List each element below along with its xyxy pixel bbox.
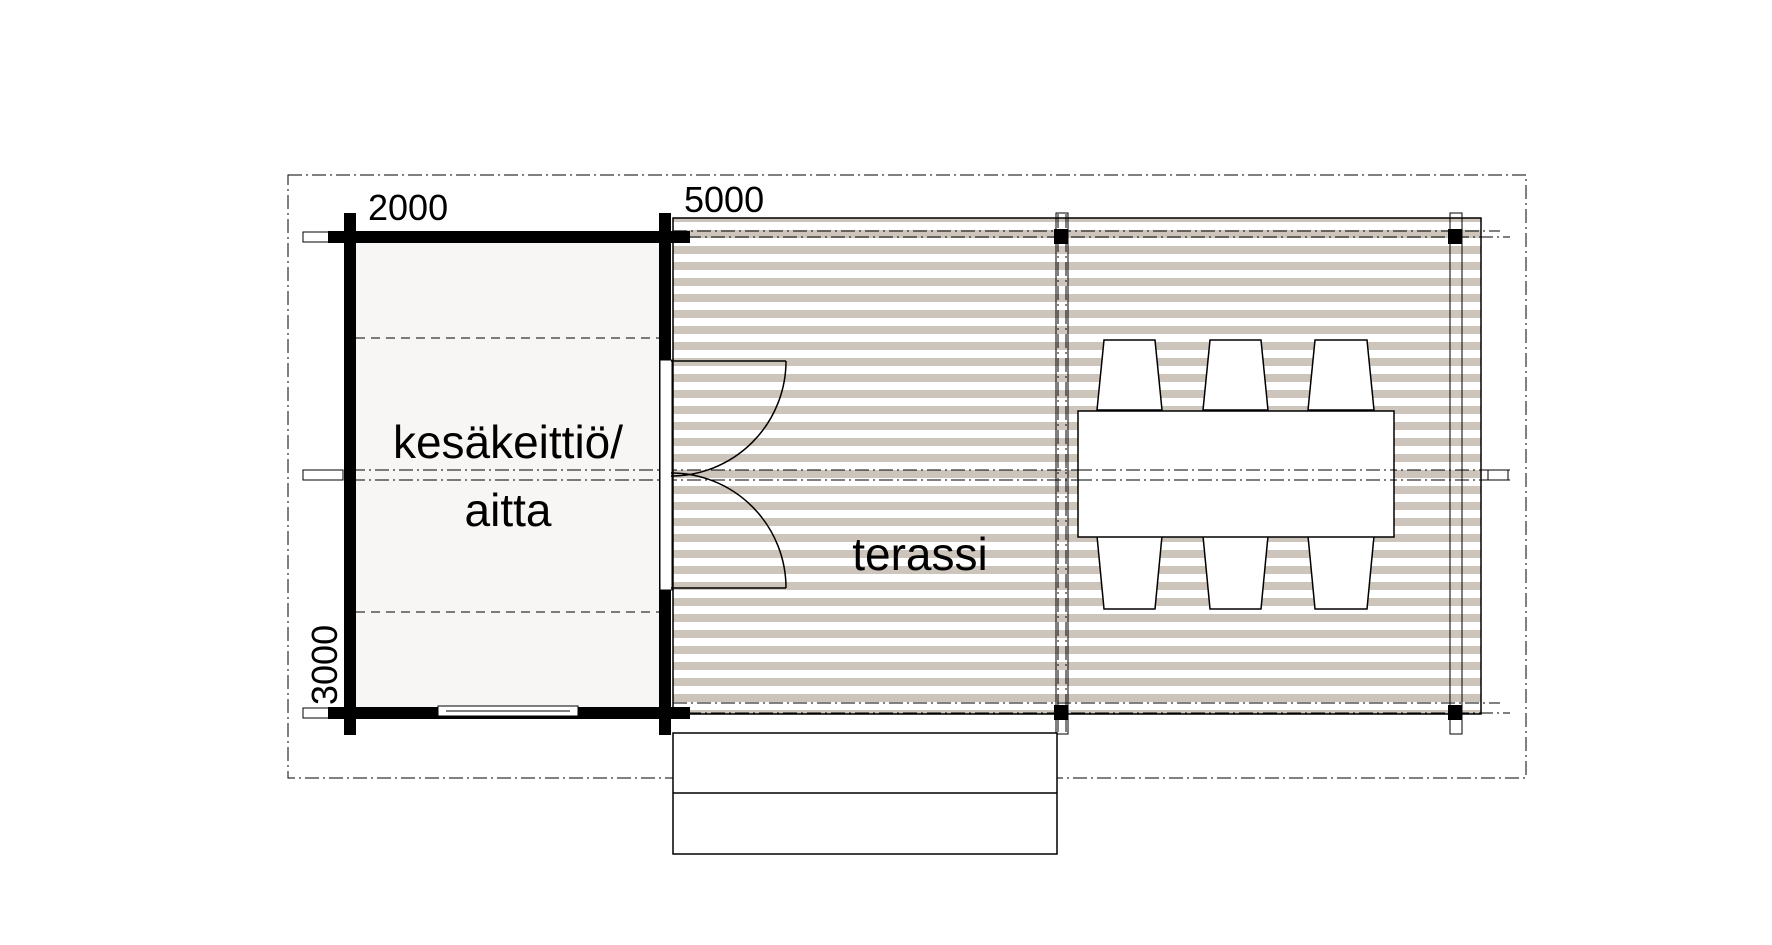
chair-bottom-2 bbox=[1202, 535, 1269, 610]
room-label-line1: kesäkeittiö/ bbox=[393, 416, 623, 468]
chair-top-3 bbox=[1307, 339, 1375, 411]
post-top-right bbox=[1448, 229, 1462, 244]
terrace-label: terassi bbox=[852, 528, 987, 580]
dimension-5000: 5000 bbox=[684, 179, 764, 220]
dimension-2000: 2000 bbox=[368, 187, 448, 228]
post-bottom-mid bbox=[1054, 705, 1068, 720]
chair-top-2 bbox=[1202, 339, 1269, 411]
chair-top-1 bbox=[1096, 339, 1163, 411]
dimension-3000: 3000 bbox=[304, 625, 345, 705]
log-end-mid-left bbox=[302, 469, 344, 481]
terrace-deck-edge bbox=[672, 217, 1482, 715]
beam-left bbox=[1055, 212, 1069, 735]
dining-table bbox=[1077, 410, 1395, 538]
wall-left bbox=[344, 213, 356, 735]
room-label-line2: aitta bbox=[465, 484, 552, 536]
log-end-mid-right bbox=[1487, 469, 1509, 481]
post-bottom-right bbox=[1448, 705, 1462, 720]
beam-right bbox=[1449, 212, 1463, 735]
log-end-top-left bbox=[302, 231, 332, 243]
double-door bbox=[670, 360, 787, 589]
room-floor bbox=[352, 236, 665, 713]
log-end-bottom-left bbox=[302, 707, 332, 719]
chair-bottom-3 bbox=[1307, 535, 1375, 610]
door-opening bbox=[659, 359, 673, 591]
wall-top bbox=[328, 231, 690, 243]
chair-bottom-1 bbox=[1096, 535, 1163, 610]
post-top-mid bbox=[1054, 229, 1068, 244]
